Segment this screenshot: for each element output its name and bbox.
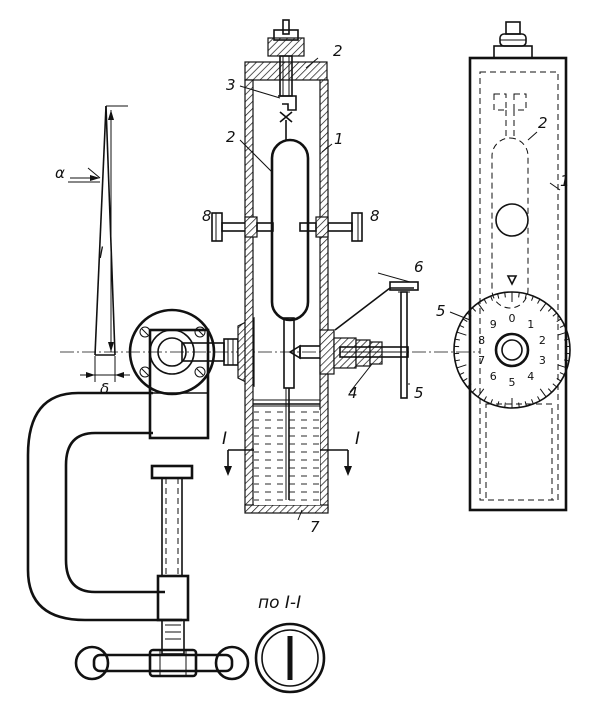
dial-tick — [563, 338, 570, 341]
label-2-top: 2 — [333, 42, 343, 60]
label-8-left: 8 — [202, 207, 212, 225]
dial-tick — [539, 388, 547, 398]
dial-tick — [559, 372, 565, 376]
dial-tick — [454, 359, 461, 362]
dial-tick — [504, 402, 506, 408]
dial-tick — [462, 377, 468, 382]
dial-tick — [524, 293, 527, 299]
label-alpha: α — [55, 164, 65, 182]
label-5-dial: 5 — [436, 302, 446, 320]
label-6: 6 — [414, 258, 424, 276]
dial-number: 0 — [509, 312, 516, 325]
dial-tick — [518, 292, 520, 298]
dial-tick — [547, 388, 553, 393]
dial-tick — [524, 401, 527, 407]
dial-tick — [547, 307, 553, 312]
dial-tick — [556, 318, 562, 323]
dial-tick — [497, 401, 500, 407]
dial-tick — [471, 388, 477, 393]
dial-tick — [531, 295, 534, 301]
dial-tick — [537, 396, 541, 402]
dial-tick — [477, 388, 485, 398]
dial-tick — [459, 372, 465, 376]
dial-tick — [563, 359, 570, 362]
dial-tick — [559, 324, 565, 328]
label-2-right: 2 — [538, 114, 548, 132]
dial-tick — [462, 318, 468, 323]
label-5-side: 5 — [414, 384, 424, 402]
dial-tick — [497, 293, 500, 299]
dial-tick — [454, 338, 461, 341]
label-length: l — [99, 244, 104, 262]
dial-tick — [471, 307, 477, 312]
label-section-left: I — [222, 429, 227, 449]
label-1: 1 — [334, 130, 344, 148]
dial-tick — [557, 331, 568, 336]
dial-tick — [537, 298, 541, 304]
dial-tick — [518, 402, 520, 408]
dial-number: 9 — [490, 318, 497, 331]
dial-number: 5 — [509, 376, 516, 389]
dial-tick — [483, 298, 487, 304]
dial-tick — [456, 331, 467, 336]
dial-number: 7 — [478, 354, 485, 367]
dial-tick — [552, 312, 558, 317]
dial-tick — [556, 377, 562, 382]
dial-tick — [466, 383, 472, 388]
label-7: 7 — [310, 518, 320, 536]
dial-tick — [477, 302, 485, 312]
label-4: 4 — [348, 384, 358, 402]
dial-tick — [456, 364, 467, 369]
side-view — [468, 21, 568, 512]
leader-lines — [239, 57, 561, 521]
dial-tick — [552, 383, 558, 388]
label-1-right: 1 — [560, 172, 570, 190]
dial-number: 8 — [478, 334, 485, 347]
label-3: 3 — [226, 76, 236, 94]
label-section-right: I — [355, 429, 360, 449]
dial-tick — [459, 324, 465, 328]
section-caption: по I-I — [258, 593, 301, 613]
dial-tick — [539, 302, 547, 312]
dial-tick — [466, 312, 472, 317]
main-body-section — [211, 19, 419, 514]
label-2-float: 2 — [226, 128, 236, 146]
dial-number: 2 — [539, 334, 546, 347]
dial-tick — [531, 399, 534, 405]
label-8-right: 8 — [370, 207, 380, 225]
c-clamp — [26, 308, 255, 681]
label-delta: δ — [100, 380, 109, 398]
section-view — [254, 622, 326, 694]
wedge-diagram — [68, 105, 130, 382]
dial-tick — [504, 292, 506, 298]
dial-tick — [490, 295, 493, 301]
dial-number: 6 — [490, 370, 497, 383]
dial-number: 4 — [527, 370, 534, 383]
dial-number: 3 — [539, 354, 546, 367]
dial-tick — [490, 399, 493, 405]
dial-number: 1 — [527, 318, 534, 331]
dial-tick — [483, 396, 487, 402]
dial-tick — [557, 364, 568, 369]
